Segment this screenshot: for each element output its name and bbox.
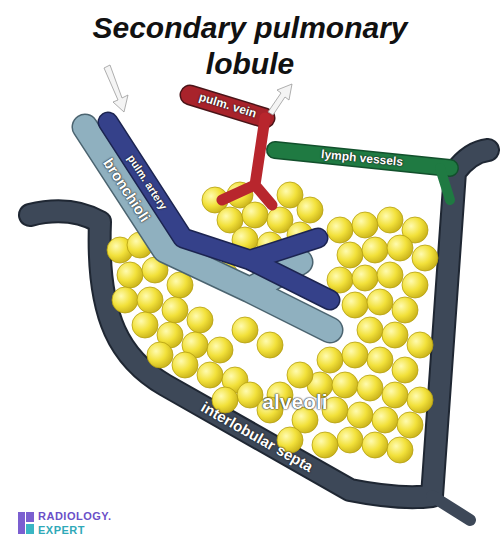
logo-mark	[18, 512, 34, 534]
watermark: EXPERT	[38, 524, 85, 536]
region-label: alveoli	[262, 390, 327, 413]
interlobular-septa	[30, 150, 488, 520]
watermark: RADIOLOGY.	[38, 510, 111, 522]
diagram-title: Secondary pulmonary lobule	[80, 10, 420, 82]
